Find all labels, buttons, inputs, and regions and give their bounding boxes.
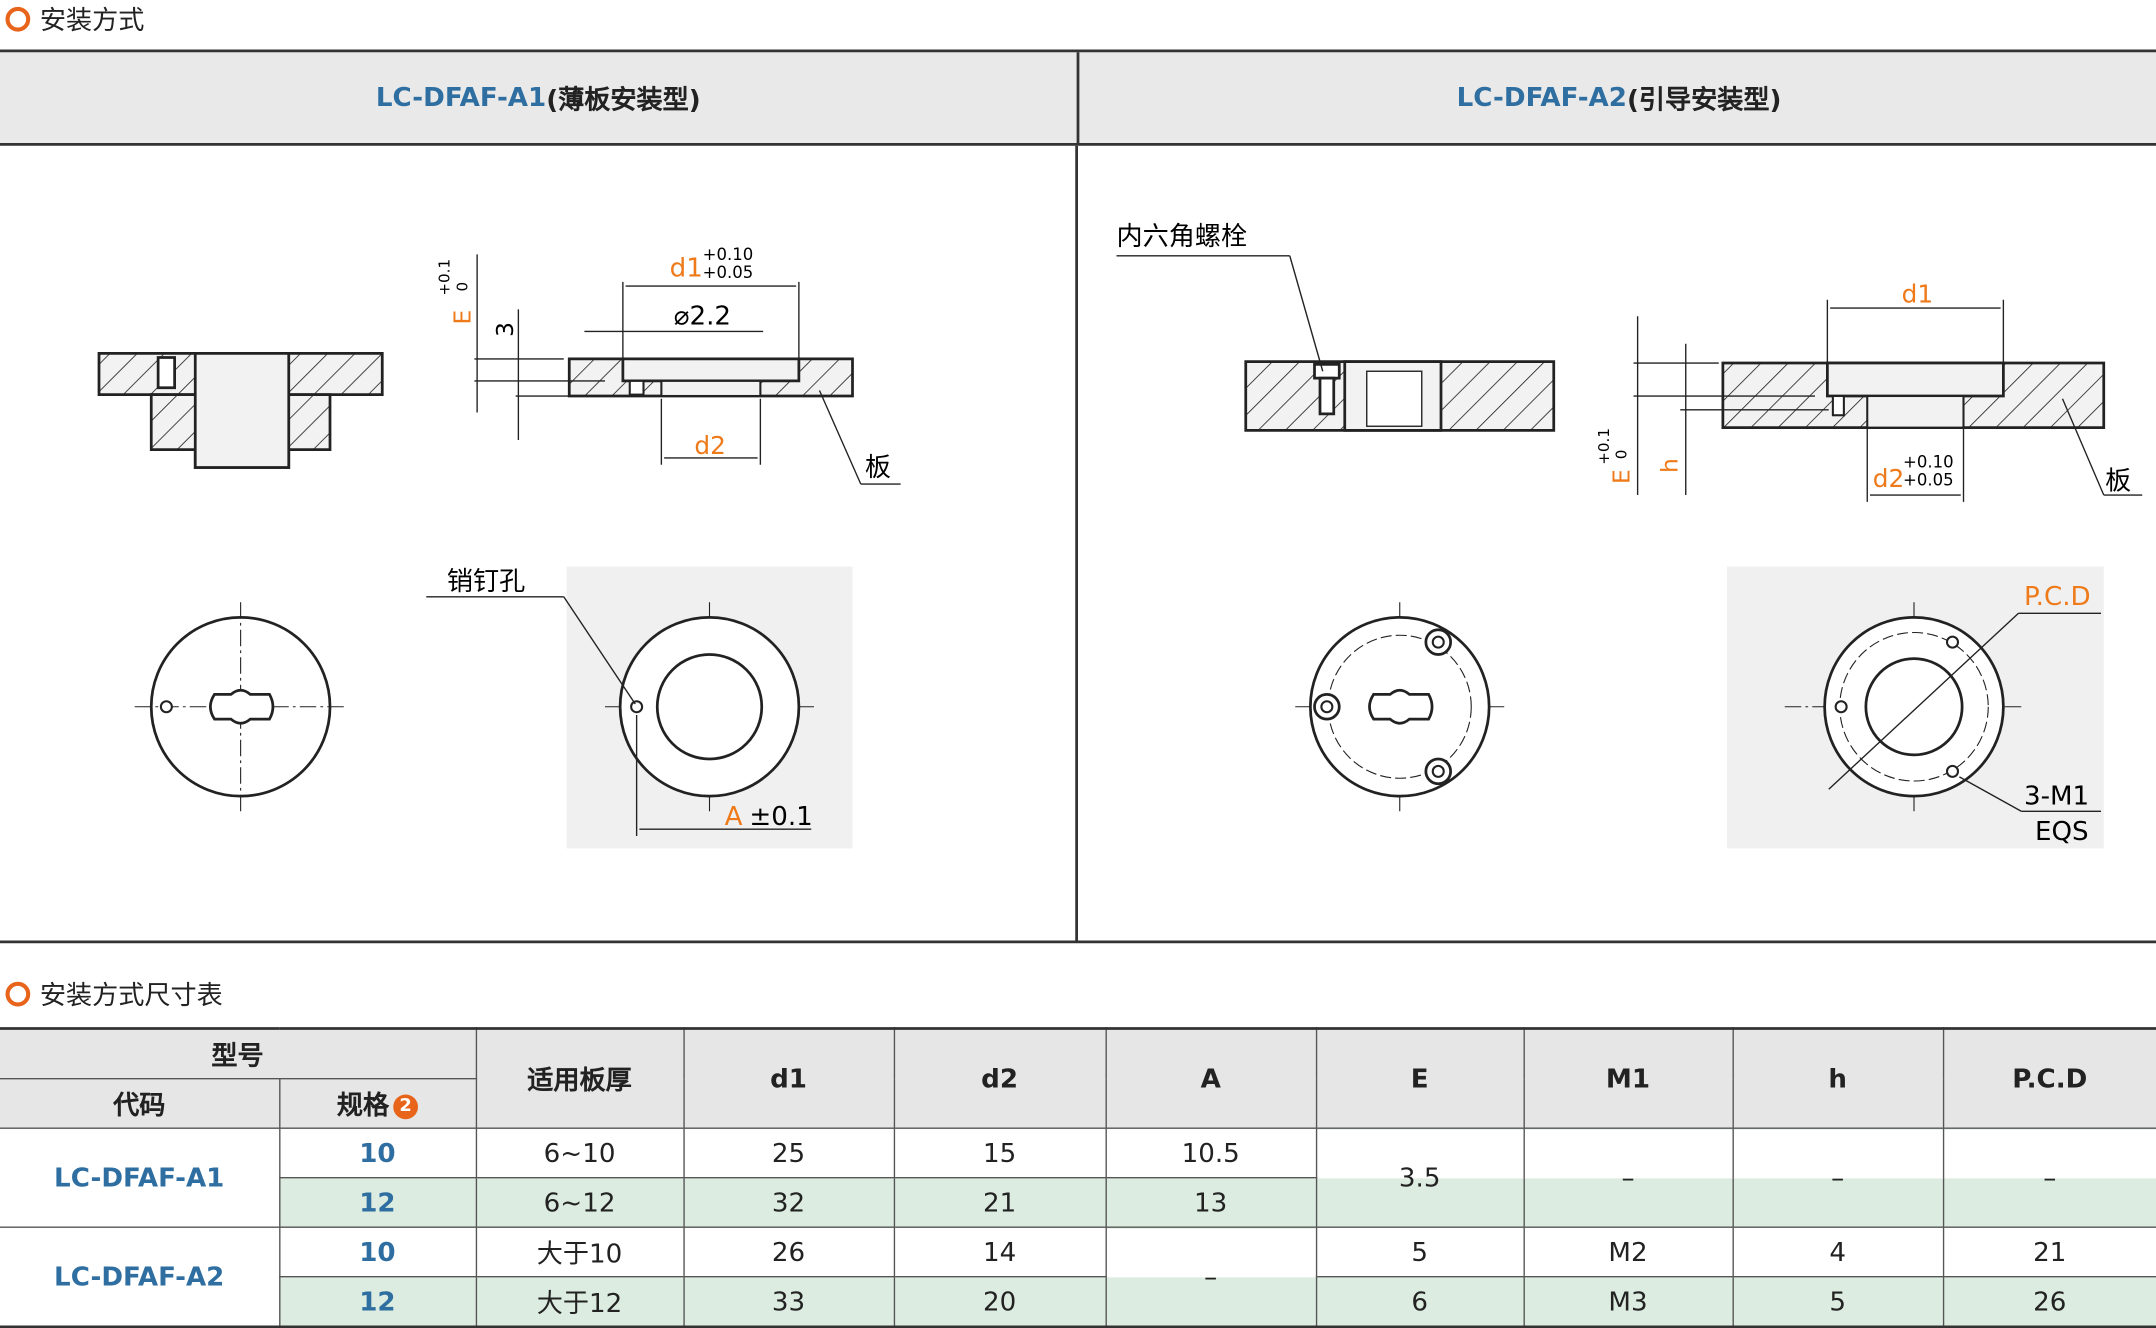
cell-spec: 12 bbox=[279, 1177, 477, 1228]
th-m1: M1 bbox=[1522, 1027, 1734, 1129]
pcd-label: P.C.D bbox=[2024, 582, 2091, 612]
a2-code: LC-DFAF-A2 bbox=[1456, 82, 1627, 113]
section-title-install: 安装方式 bbox=[5, 0, 145, 37]
a1-part-section bbox=[97, 352, 384, 469]
cell-d1: 26 bbox=[682, 1226, 895, 1278]
cell-m1: – bbox=[1522, 1127, 1734, 1228]
a1-desc: (薄板安装型) bbox=[546, 84, 701, 115]
cell-e: 3.5 bbox=[1315, 1127, 1525, 1228]
d1-label: d1 bbox=[1902, 280, 1933, 309]
e-tol-upper: +0.1 bbox=[436, 259, 454, 296]
cell-h: – bbox=[1731, 1127, 1944, 1228]
d2-label: d2 bbox=[694, 431, 725, 460]
th-pcd: P.C.D bbox=[1942, 1027, 2156, 1129]
a-label: A bbox=[725, 802, 743, 832]
a2-hole-plan bbox=[1784, 602, 2101, 814]
cell-d2: 15 bbox=[893, 1127, 1107, 1179]
cell-d1: 25 bbox=[682, 1127, 895, 1179]
cell-e: 5 bbox=[1315, 1226, 1525, 1278]
a2-part-section bbox=[1116, 255, 1556, 432]
cell-thickness: 大于12 bbox=[475, 1276, 685, 1328]
table-row: LC-DFAF-A2 10 大于10 26 14 – 5 M2 4 21 bbox=[0, 1226, 2156, 1328]
d2-label: d2 bbox=[1873, 464, 1904, 493]
th-d2: d2 bbox=[893, 1027, 1107, 1129]
cell-spec: 12 bbox=[279, 1276, 477, 1328]
cell-m1: M3 bbox=[1522, 1276, 1734, 1328]
d2-tol-lower: +0.05 bbox=[1903, 470, 1954, 489]
cell-d1: 32 bbox=[682, 1177, 895, 1228]
a2-desc: (引导安装型) bbox=[1626, 84, 1782, 115]
cell-thickness: 大于10 bbox=[475, 1226, 685, 1278]
cell-d1: 33 bbox=[682, 1276, 895, 1328]
depth-label: 3 bbox=[491, 322, 519, 337]
thread-label: 3-M1 bbox=[2024, 781, 2089, 811]
cell-code: LC-DFAF-A2 bbox=[0, 1226, 280, 1328]
e-label: E bbox=[448, 310, 476, 325]
h-label: h bbox=[1656, 458, 1684, 473]
section-title-text: 安装方式尺寸表 bbox=[39, 980, 223, 1011]
a1-part-plan bbox=[134, 602, 347, 814]
a1-code: LC-DFAF-A1 bbox=[375, 82, 547, 113]
cell-spec: 10 bbox=[278, 1127, 477, 1179]
section-title-text: 安装方式 bbox=[39, 5, 145, 36]
cell-h: 4 bbox=[1731, 1226, 1944, 1278]
plate-label: 板 bbox=[865, 453, 891, 483]
th-thickness: 适用板厚 bbox=[475, 1027, 685, 1129]
table-row: LC-DFAF-A1 10 6~10 25 15 10.5 3.5 – – – bbox=[0, 1127, 2156, 1228]
th-code: 代码 bbox=[0, 1078, 280, 1129]
header-a2: LC-DFAF-A2(引导安装型) bbox=[1076, 52, 2156, 143]
th-d1: d1 bbox=[682, 1027, 895, 1129]
pin-hole-label: 销钉孔 bbox=[447, 567, 525, 597]
d1-tol-upper: +0.10 bbox=[703, 245, 754, 264]
th-h: h bbox=[1731, 1027, 1944, 1129]
cell-a: – bbox=[1104, 1226, 1317, 1328]
e-tol-lower: 0 bbox=[454, 282, 472, 292]
cell-e: 6 bbox=[1315, 1276, 1525, 1328]
cell-a: 13 bbox=[1104, 1177, 1316, 1228]
d1-tol-lower: +0.05 bbox=[703, 263, 754, 282]
d2-tol-upper: +0.10 bbox=[1903, 453, 1954, 472]
cell-a: 10.5 bbox=[1104, 1127, 1317, 1179]
section-title-dimensions: 安装方式尺寸表 bbox=[5, 975, 223, 1012]
a1-hole-section bbox=[474, 254, 901, 485]
plate-label: 板 bbox=[2105, 467, 2131, 497]
th-model: 型号 bbox=[0, 1027, 477, 1080]
circle-bullet-icon bbox=[5, 6, 31, 31]
cell-code: LC-DFAF-A1 bbox=[0, 1127, 280, 1228]
cell-m1: M2 bbox=[1522, 1226, 1734, 1278]
pin-diameter-label: ⌀2.2 bbox=[674, 302, 731, 332]
cell-d2: 14 bbox=[893, 1226, 1107, 1278]
e-label: E bbox=[1607, 469, 1635, 484]
spec-label: 规格 bbox=[336, 1090, 390, 1121]
drawing-header: LC-DFAF-A1(薄板安装型) LC-DFAF-A2(引导安装型) bbox=[0, 49, 2156, 146]
bolt-label: 内六角螺栓 bbox=[1117, 222, 1248, 252]
cell-d2: 21 bbox=[893, 1177, 1107, 1228]
a2-part-plan bbox=[1295, 602, 1507, 814]
eqs-label: EQS bbox=[2035, 817, 2089, 847]
cell-pcd: 26 bbox=[1942, 1276, 2156, 1328]
cell-pcd: – bbox=[1942, 1127, 2156, 1228]
cell-d2: 20 bbox=[893, 1276, 1107, 1328]
th-e: E bbox=[1315, 1027, 1525, 1129]
cell-thickness: 6~12 bbox=[475, 1177, 685, 1228]
table-row: 12 大于12 33 20 6 M3 5 26 bbox=[0, 1276, 2156, 1328]
th-a: A bbox=[1104, 1027, 1317, 1129]
circle-bullet-icon bbox=[5, 981, 31, 1006]
note-badge: 2 bbox=[393, 1093, 418, 1119]
a1-hole-plan bbox=[426, 596, 817, 836]
e-tol-upper: +0.1 bbox=[1595, 428, 1613, 465]
cell-pcd: 21 bbox=[1942, 1226, 2156, 1278]
a-tol: ±0.1 bbox=[749, 802, 812, 832]
a2-hole-section bbox=[1633, 299, 2143, 502]
table-row: 12 6~12 32 21 13 bbox=[0, 1177, 2156, 1228]
e-tol-lower: 0 bbox=[1613, 450, 1631, 460]
header-a1: LC-DFAF-A1(薄板安装型) bbox=[0, 52, 1077, 143]
cell-thickness: 6~10 bbox=[475, 1127, 685, 1179]
d1-label: d1 bbox=[670, 253, 703, 283]
cell-h: 5 bbox=[1731, 1276, 1944, 1328]
cell-spec: 10 bbox=[278, 1226, 477, 1278]
